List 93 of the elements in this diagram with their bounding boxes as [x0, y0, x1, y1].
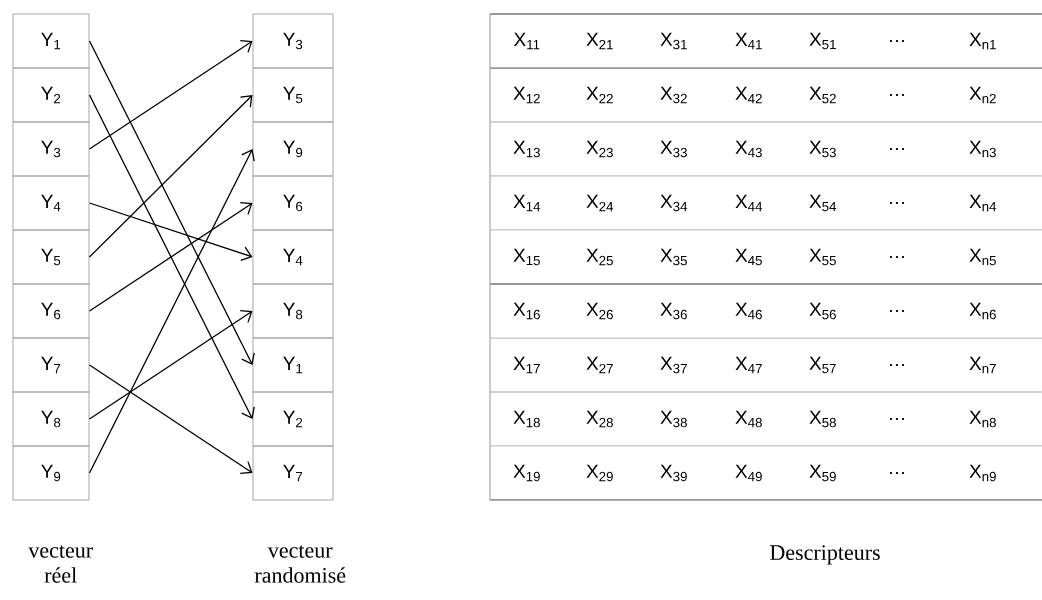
arrow [88, 364, 253, 474]
arrow [88, 40, 255, 365]
cell-box: Y$_{2}$ [252, 391, 334, 447]
table-cell: X$_{n2}$ [969, 86, 996, 104]
table-cell: X$_{55}$ [809, 248, 836, 266]
cell-box: Y$_{5}$ [12, 229, 90, 285]
table-cell: X$_{41}$ [735, 32, 762, 50]
table-cell: X$_{58}$ [809, 410, 836, 428]
table-cell: X$_{47}$ [735, 356, 762, 374]
table-cell: X$_{28}$ [586, 410, 613, 428]
table-cell: X$_{45}$ [735, 248, 762, 266]
table-cell: X$_{46}$ [735, 302, 762, 320]
table-cell: X$_{24}$ [586, 194, 614, 212]
table-cell: X$_{27}$ [586, 356, 613, 374]
table-cell: … [890, 94, 904, 96]
table-cell: X$_{n7}$ [969, 356, 996, 374]
table-cell: X$_{48}$ [735, 410, 762, 428]
table-cell: X$_{n4}$ [969, 194, 997, 212]
table-cell: X$_{25}$ [586, 248, 613, 266]
table-cell: X$_{19}$ [513, 464, 540, 482]
table-cell: X$_{23}$ [586, 140, 613, 158]
caption: vecteur réel [28, 545, 93, 583]
table-cell: X$_{44}$ [735, 194, 763, 212]
table-cell: X$_{42}$ [735, 86, 762, 104]
cell-box: Y$_{9}$ [12, 445, 90, 501]
cell-box: Y$_{4}$ [252, 229, 334, 285]
caption: Descripteurs [770, 545, 880, 565]
cell-box: Y$_{5}$ [252, 67, 334, 123]
table-cell: X$_{26}$ [586, 302, 613, 320]
table-cell: X$_{37}$ [660, 356, 687, 374]
cell-box: Y$_{8}$ [252, 283, 334, 339]
table-cell: … [890, 472, 904, 474]
cell-box: Y$_{7}$ [12, 337, 90, 393]
arrow [88, 149, 255, 474]
table-cell: X$_{22}$ [586, 86, 613, 104]
arrow [88, 40, 253, 150]
cell-box: Y$_{2}$ [12, 67, 90, 123]
cell-box: Y$_{8}$ [12, 391, 90, 447]
table-cell: X$_{56}$ [809, 302, 836, 320]
cell-box: Y$_{3}$ [252, 13, 334, 69]
table-cell: X$_{14}$ [513, 194, 541, 212]
table-cell: X$_{12}$ [513, 86, 540, 104]
cell-box: Y$_{9}$ [252, 121, 334, 177]
cell-box: Y$_{1}$ [252, 337, 334, 393]
table-cell: X$_{49}$ [735, 464, 762, 482]
table-cell: X$_{n9}$ [969, 464, 996, 482]
cell-box: Y$_{7}$ [252, 445, 334, 501]
table-cell: … [890, 148, 904, 150]
table-cell: X$_{54}$ [809, 194, 837, 212]
table-cell: X$_{59}$ [809, 464, 836, 482]
table-cell: X$_{n3}$ [969, 140, 996, 158]
table-cell: X$_{51}$ [809, 32, 836, 50]
table-cell: X$_{21}$ [586, 32, 613, 50]
cell-box: Y$_{3}$ [12, 121, 90, 177]
table-cell: X$_{29}$ [586, 464, 613, 482]
table-cell: X$_{17}$ [513, 356, 540, 374]
table-cell: X$_{31}$ [660, 32, 687, 50]
caption: vecteur randomisé [254, 545, 346, 583]
cell-box: Y$_{1}$ [12, 13, 90, 69]
arrow [88, 94, 255, 419]
arrow [88, 95, 253, 258]
table-cell: X$_{36}$ [660, 302, 687, 320]
table-cell: X$_{38}$ [660, 410, 687, 428]
table-cell: X$_{52}$ [809, 86, 836, 104]
table-cell: X$_{15}$ [513, 248, 540, 266]
cell-box: Y$_{6}$ [12, 283, 90, 339]
table-cell: X$_{35}$ [660, 248, 687, 266]
table-cell: X$_{n8}$ [969, 410, 996, 428]
table-cell: … [890, 310, 904, 312]
table-cell: X$_{n1}$ [969, 32, 996, 50]
table-cell: X$_{39}$ [660, 464, 687, 482]
cell-box: Y$_{4}$ [12, 175, 90, 231]
table-cell: X$_{57}$ [809, 356, 836, 374]
arrow [88, 310, 253, 420]
table-cell: X$_{13}$ [513, 140, 540, 158]
table-cell: X$_{n5}$ [969, 248, 996, 266]
table-cell: … [890, 364, 904, 366]
arrow [88, 202, 253, 262]
table-cell: … [890, 256, 904, 258]
cell-box: Y$_{6}$ [252, 175, 334, 231]
table-cell: … [890, 202, 904, 204]
table-cell: X$_{11}$ [513, 32, 540, 50]
table-cell: X$_{n6}$ [969, 302, 996, 320]
table-cell: X$_{33}$ [660, 140, 687, 158]
table-cell: X$_{32}$ [660, 86, 687, 104]
table-cell: … [890, 418, 904, 420]
table-cell: X$_{18}$ [513, 410, 540, 428]
table-cell: X$_{43}$ [735, 140, 762, 158]
table-cell: X$_{16}$ [513, 302, 540, 320]
table-cell: … [890, 40, 904, 42]
table-cell: X$_{53}$ [809, 140, 836, 158]
table-cell: X$_{34}$ [660, 194, 688, 212]
arrow [88, 202, 253, 312]
